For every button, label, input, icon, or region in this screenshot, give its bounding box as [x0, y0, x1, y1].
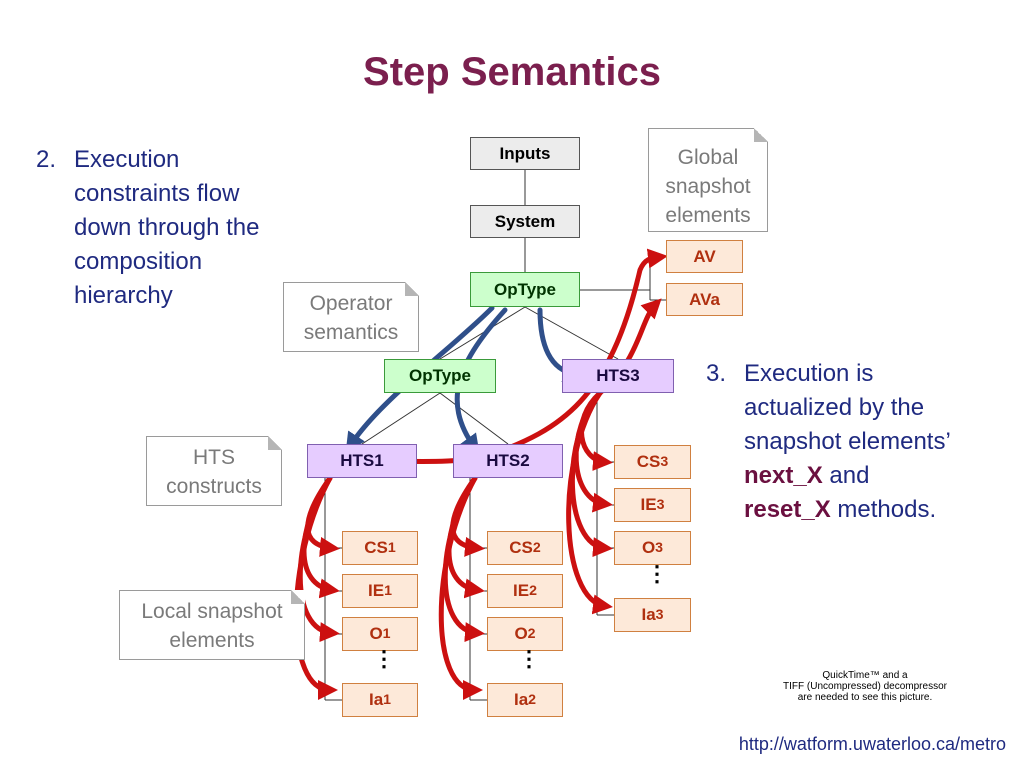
reset-x-keyword: reset_X	[744, 496, 831, 523]
system-box: System	[470, 205, 580, 238]
point-3-line: Execution is	[744, 360, 874, 387]
hts2-box: HTS2	[453, 444, 563, 478]
local-snapshot-note: Local snapshot elements	[119, 590, 305, 660]
note-line: Global	[677, 146, 739, 169]
note-line: elements	[665, 204, 751, 227]
quicktime-line: QuickTime™ and a	[822, 670, 908, 681]
quicktime-line: are needed to see this picture.	[797, 692, 933, 703]
optype-mid-box: OpType	[384, 359, 496, 393]
global-snapshot-note: Global snapshot elements	[648, 128, 768, 232]
note-line: snapshot	[665, 175, 751, 198]
slide-title: Step Semantics	[363, 50, 661, 94]
point-3-line: next_X and	[744, 459, 951, 493]
av-box: AV	[666, 240, 743, 273]
point-3-text: 3. Execution is actualized by the snapsh…	[706, 357, 1006, 532]
quicktime-placeholder: QuickTime™ and a TIFF (Uncompressed) dec…	[770, 670, 960, 703]
methods-text: methods.	[830, 496, 937, 523]
hts1-box: HTS1	[307, 444, 417, 478]
note-line: semantics	[303, 321, 399, 344]
point-2-body: Execution constraints flow down through …	[74, 143, 259, 313]
point-2-line: composition	[74, 248, 203, 275]
point-3-line: reset_X methods.	[744, 493, 951, 527]
point-2-line: Execution	[74, 146, 180, 173]
ellipsis-col2: ⋮	[518, 646, 540, 671]
snapshot-arrows	[293, 248, 668, 700]
ava-box: AVa	[666, 283, 743, 316]
point-2-line: hierarchy	[74, 282, 173, 309]
hts-constructs-note: HTS constructs	[146, 436, 282, 506]
point-2-line: constraints flow	[74, 180, 240, 207]
point-3-body: Execution is actualized by the snapshot …	[744, 357, 951, 527]
point-2-text: 2. Execution constraints flow down throu…	[36, 143, 316, 318]
and-text: and	[822, 462, 870, 489]
ellipsis-col1: ⋮	[373, 646, 395, 671]
note-line: Local snapshot	[141, 600, 283, 623]
point-3-line: actualized by the	[744, 394, 925, 421]
next-x-keyword: next_X	[744, 462, 823, 489]
note-line: Operator	[309, 292, 393, 315]
ellipsis-col3: ⋮	[646, 561, 668, 586]
point-2-line: down through the	[74, 214, 260, 241]
footer-url-link[interactable]: http://watform.uwaterloo.ca/metro	[738, 734, 1006, 754]
hts3-box: HTS3	[562, 359, 674, 393]
optype-top-box: OpType	[470, 272, 580, 307]
note-line: constructs	[166, 475, 262, 498]
quicktime-line: TIFF (Uncompressed) decompressor	[783, 681, 947, 692]
note-line: HTS	[193, 446, 235, 469]
point-3-line: snapshot elements’	[744, 428, 951, 455]
inputs-box: Inputs	[470, 137, 580, 170]
point-2-number: 2.	[36, 146, 57, 173]
note-line: elements	[169, 629, 255, 652]
operator-semantics-note: Operator semantics	[283, 282, 419, 352]
point-3-number: 3.	[706, 360, 727, 387]
